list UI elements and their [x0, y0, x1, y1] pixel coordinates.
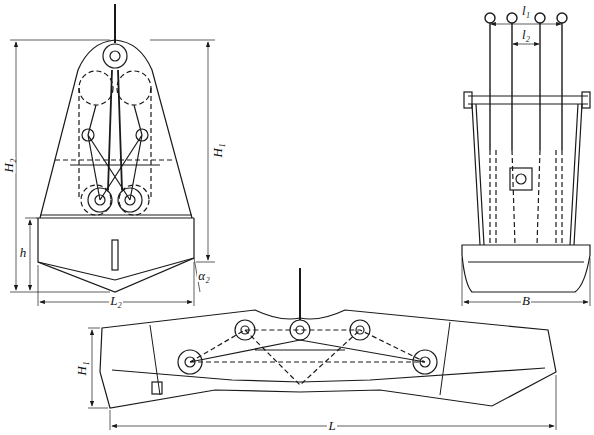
dimension-label: H₁ [75, 360, 88, 376]
dimension-label: L [327, 419, 336, 432]
dimension-label: h [19, 246, 28, 259]
dimension-label: H₁ [211, 142, 224, 158]
dimension-label: l₁ [521, 4, 531, 17]
dimension-label: L₂ [109, 294, 123, 307]
dimension-label: H₂ [2, 157, 15, 173]
dimension-label: l₂ [521, 28, 531, 41]
front-view [10, 4, 215, 306]
open-view [88, 268, 556, 430]
side-view [462, 13, 590, 306]
dimension-label: α₂ [197, 269, 210, 282]
dimension-label: B [521, 294, 531, 307]
